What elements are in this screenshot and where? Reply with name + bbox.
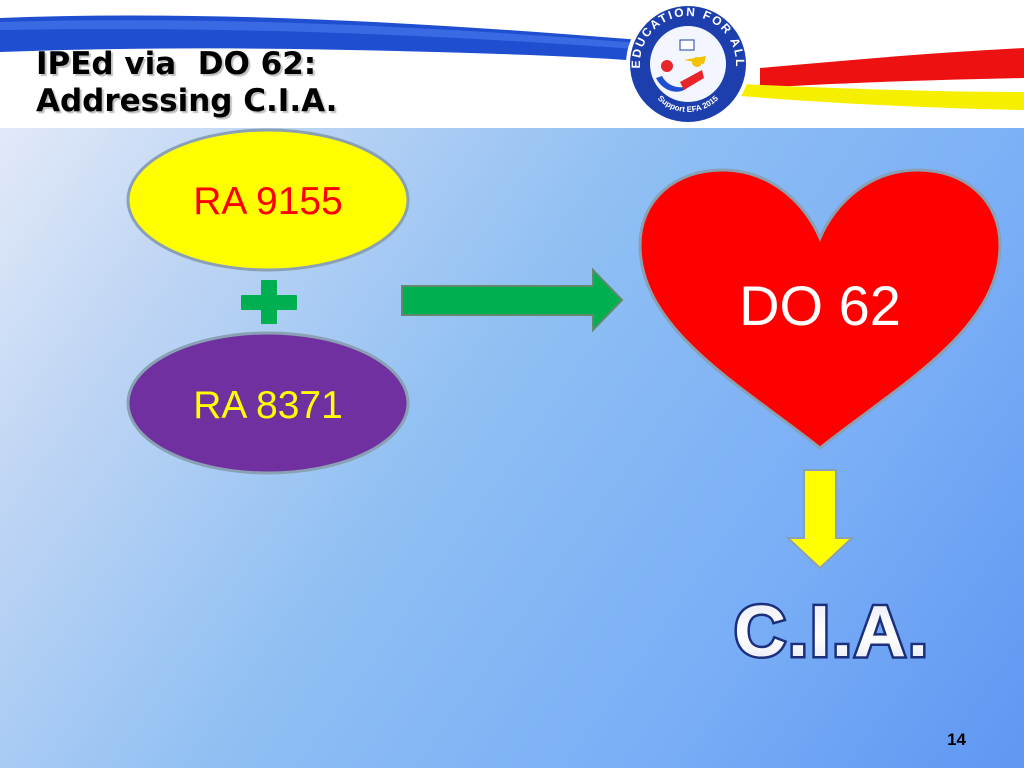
do-62-label: DO 62 <box>739 274 901 337</box>
slide-header: EDUCATION FOR ALL Support EFA 2015 IPEd … <box>0 0 1024 128</box>
plus-icon <box>241 280 297 324</box>
yellow-wave <box>740 84 1024 110</box>
education-for-all-logo: EDUCATION FOR ALL Support EFA 2015 <box>626 2 750 126</box>
arrow-right-icon <box>401 267 624 333</box>
logo-figure-body-red <box>680 70 704 90</box>
node-ra-9155: RA 9155 <box>126 128 410 272</box>
ra-8371-ellipse <box>126 331 410 475</box>
node-ra-8371: RA 8371 <box>126 331 410 475</box>
node-do-62: DO 62 <box>638 168 1002 450</box>
ra-9155-ellipse <box>126 128 410 272</box>
arrow-down-icon <box>785 469 855 570</box>
header-wave-banner: EDUCATION FOR ALL Support EFA 2015 <box>0 2 1024 126</box>
ra-8371-label: RA 8371 <box>193 384 343 427</box>
logo-figure-body-blue <box>656 76 690 92</box>
slide-number: 14 <box>947 730 966 749</box>
outcome-cia-label: C.I.A. <box>734 592 930 672</box>
logo-inner-disc <box>650 26 726 102</box>
blue-wave <box>0 15 740 74</box>
logo-book-icon <box>679 39 695 51</box>
logo-figure-head-red <box>661 60 673 72</box>
logo-figure-body-yellow <box>684 56 706 64</box>
ra-9155-label: RA 9155 <box>193 180 343 223</box>
blue-wave-highlight <box>0 20 650 50</box>
title-line-1: IPEd via DO 62: <box>36 46 317 82</box>
do-62-heart <box>638 168 1002 450</box>
red-wave <box>760 48 1024 88</box>
title-line-2: Addressing C.I.A. <box>36 83 338 119</box>
page-title: IPEd via DO 62:Addressing C.I.A. <box>36 46 337 120</box>
